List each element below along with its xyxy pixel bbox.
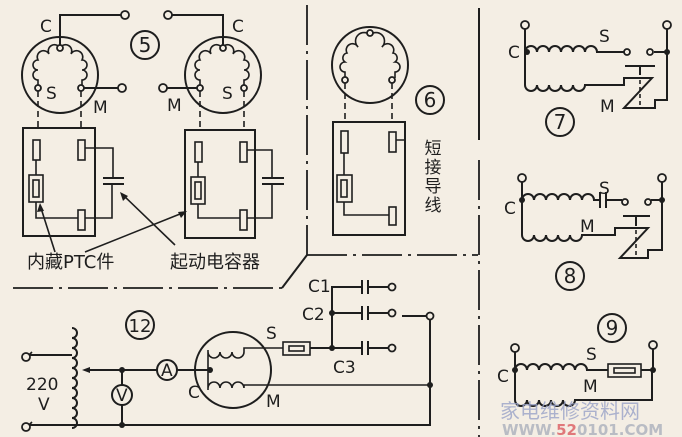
svg-text:5: 5	[139, 33, 152, 57]
terminal-m-label: M	[600, 97, 615, 117]
supply-voltage: 220	[26, 375, 58, 395]
terminal-s-label: S	[222, 84, 233, 104]
terminal-m-label: M	[583, 377, 598, 397]
terminal-s-label: S	[46, 84, 57, 104]
terminal-c-label: C	[188, 383, 200, 403]
figure-5-right-motor: C S M	[158, 10, 284, 239]
figure-9-number: 9	[606, 316, 619, 340]
supply-voltage-unit: V	[38, 395, 50, 415]
voltmeter	[111, 384, 133, 406]
ammeter	[156, 359, 178, 381]
figure-5-left-motor: C S M	[21, 10, 130, 237]
terminal-s-label: S	[599, 179, 610, 199]
terminal-c-label: C	[508, 43, 520, 63]
figure-8-circuit: C S M 8	[504, 173, 667, 291]
terminal-c-label: C	[232, 17, 244, 37]
dividers	[13, 5, 480, 437]
terminal-s-label: S	[266, 324, 277, 344]
short-jumper-note: 短接导线	[424, 139, 442, 216]
voltmeter-label: V	[116, 386, 128, 406]
figure-7-circuit: C S M 7	[508, 20, 672, 137]
terminal-c-label: C	[504, 199, 516, 219]
figure-9-circuit: 9 C S M	[497, 313, 658, 407]
terminal-c-label: C	[497, 367, 509, 387]
figure-8-number: 8	[564, 264, 577, 288]
watermark-url: WWW.520101.COM	[502, 421, 663, 437]
watermark-site-name: 家电维修资料网	[500, 399, 640, 423]
terminal-m-label: M	[580, 217, 595, 237]
figure-12-test-circuit: 220 V A V C S M C1 C2 C3	[21, 277, 435, 432]
fuse	[282, 341, 311, 356]
svg-text:6: 6	[424, 88, 437, 112]
callout-arrows	[37, 192, 187, 253]
start-capacitor-callout-label: 起动电容器	[170, 252, 260, 273]
figure-12-number: 12	[125, 310, 155, 340]
svg-text:12: 12	[129, 316, 152, 337]
terminal-c-label: C	[40, 17, 52, 37]
capacitor-c1-label: C1	[308, 277, 331, 297]
capacitor-c2-label: C2	[302, 305, 325, 325]
ptc-callout-label: 内藏PTC件	[27, 252, 114, 273]
figure-5-number: 5	[130, 30, 160, 60]
terminal-m-label: M	[266, 392, 281, 412]
terminal-m-label: M	[93, 98, 108, 118]
terminal-s-label: S	[599, 27, 610, 47]
ammeter-label: A	[161, 361, 173, 381]
terminal-s-label: S	[586, 345, 597, 365]
terminal-m-label: M	[167, 96, 182, 116]
figure-6-number: 6	[415, 85, 445, 115]
figure-6-motor	[331, 26, 409, 236]
figure-7-number: 7	[554, 110, 567, 134]
capacitor-c3-label: C3	[333, 358, 356, 378]
fuse	[607, 363, 642, 378]
